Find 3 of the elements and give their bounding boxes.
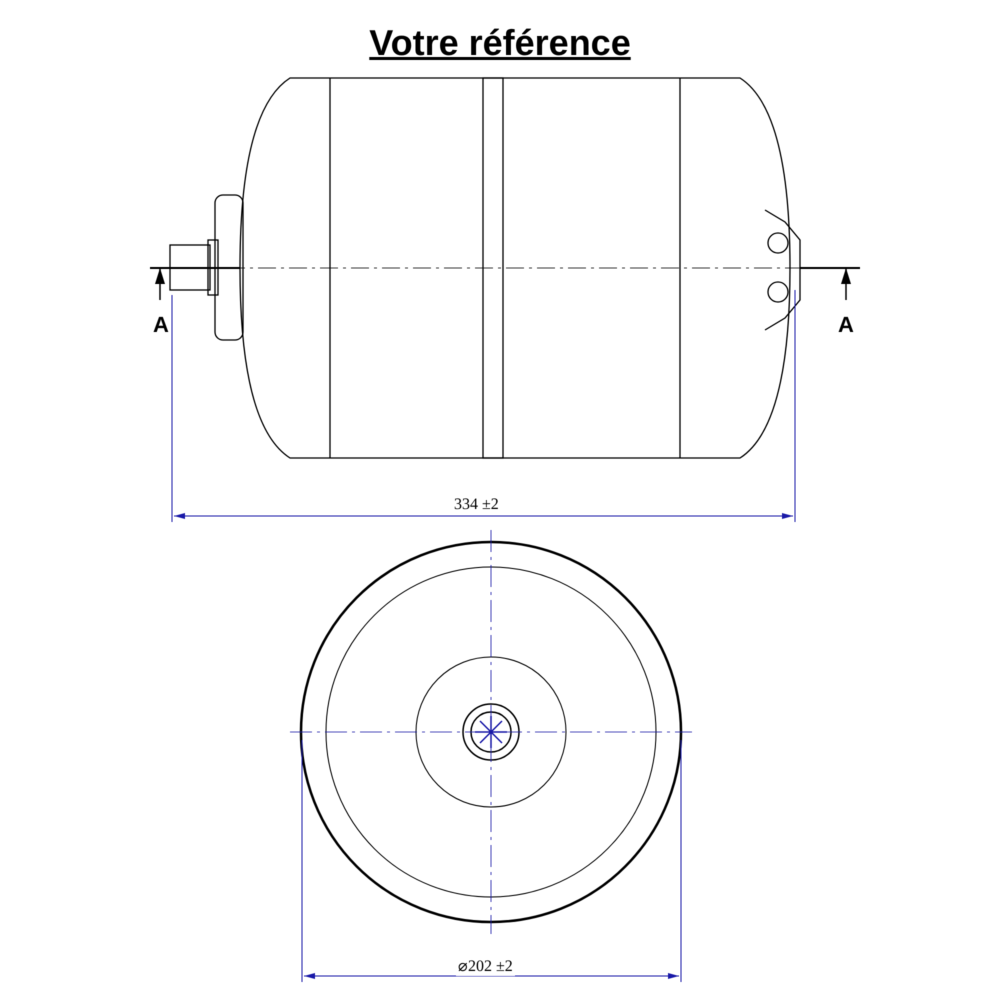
section-label: A bbox=[838, 312, 854, 338]
section-label: A bbox=[153, 312, 169, 338]
title: Votre référence bbox=[368, 22, 632, 64]
